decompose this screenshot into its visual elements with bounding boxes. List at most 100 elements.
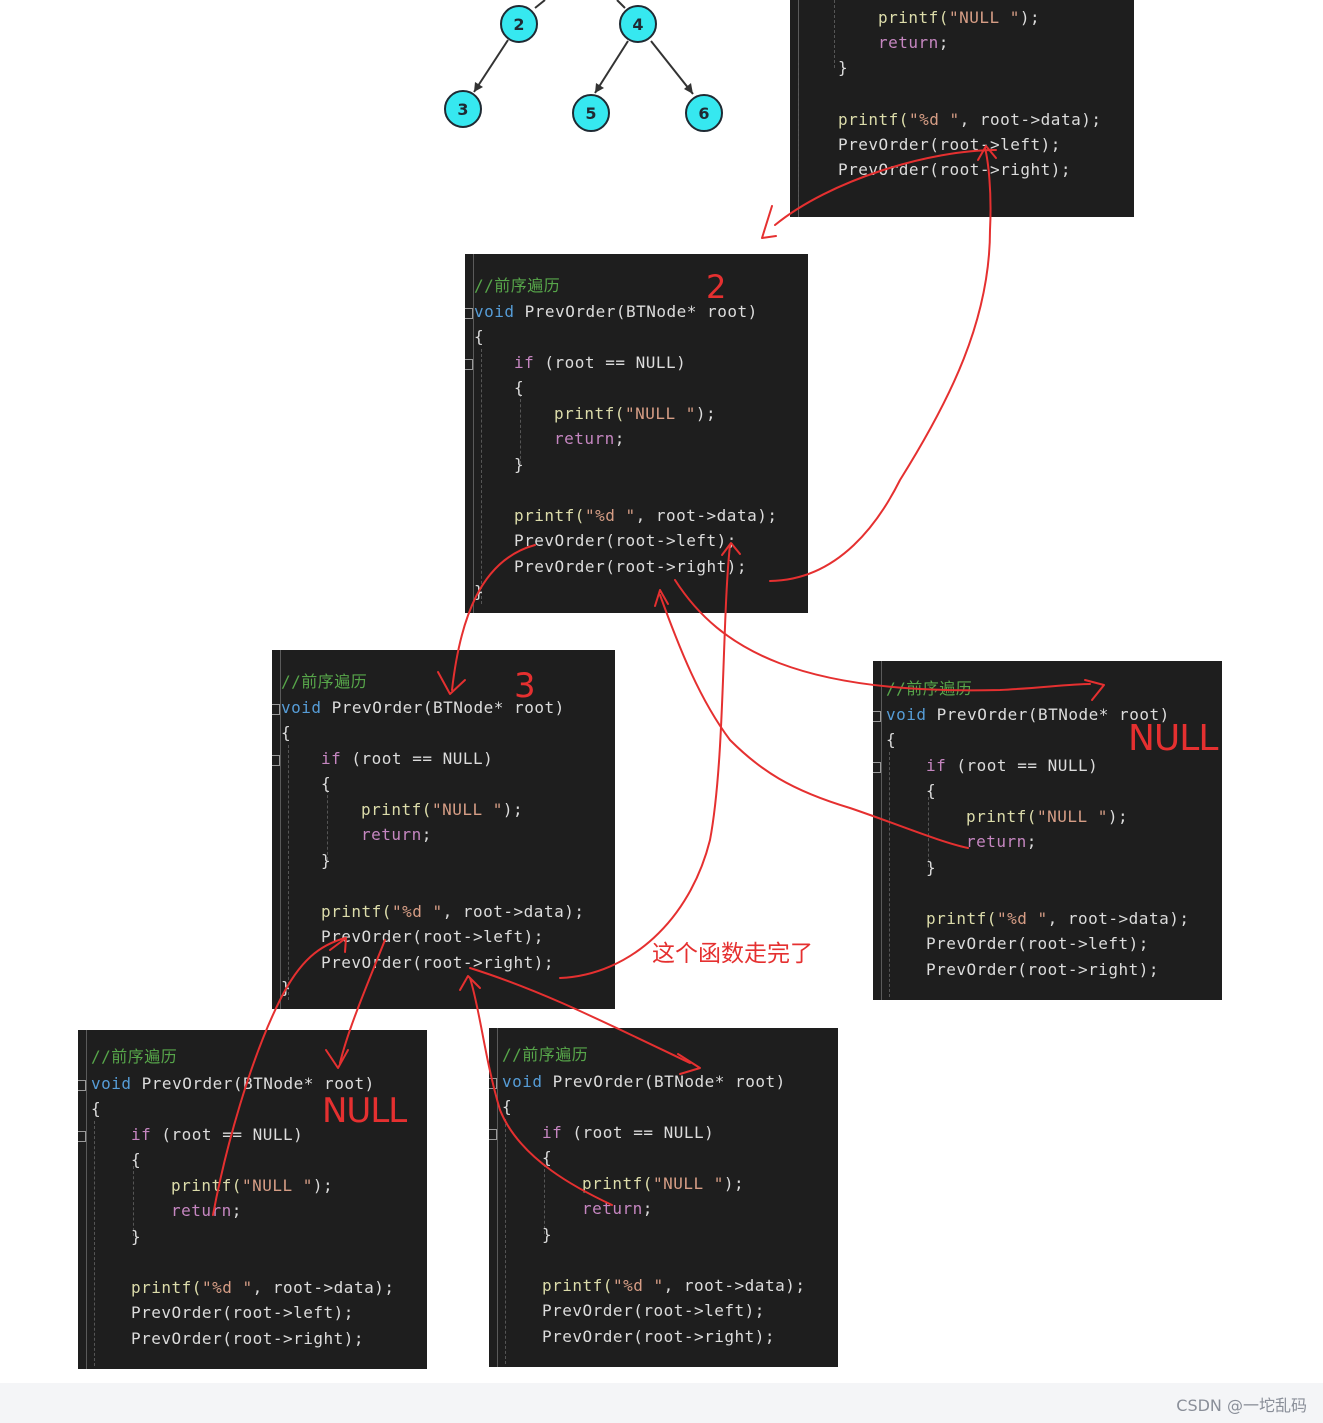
code-line: void PrevOrder(BTNode* root)	[474, 302, 758, 321]
code-line: if (root == NULL)	[131, 1125, 304, 1144]
tree-edge	[650, 40, 694, 95]
code-line: PrevOrder(root->left);	[542, 1301, 765, 1320]
tree-edge	[473, 39, 509, 93]
indent-guide	[94, 1121, 95, 1366]
indent-guide	[288, 745, 289, 1000]
code-panel-top: printf("NULL "); return; } printf("%d ",…	[790, 0, 1134, 217]
code-line: printf("%d ", root->data);	[514, 506, 778, 525]
code-line: printf("NULL ");	[878, 8, 1041, 27]
code-line: printf("%d ", root->data);	[926, 909, 1190, 928]
indent-guide	[798, 60, 799, 210]
code-line: printf("%d ", root->data);	[131, 1278, 395, 1297]
indent-guide	[834, 0, 835, 68]
code-line: if (root == NULL)	[514, 353, 687, 372]
code-line: }	[131, 1227, 142, 1246]
fold-toggle-icon[interactable]	[489, 1078, 497, 1089]
tree-node: 2	[500, 5, 538, 43]
code-line: PrevOrder(root->left);	[131, 1303, 354, 1322]
fold-toggle-icon[interactable]	[489, 1129, 497, 1140]
code-line: }	[838, 58, 849, 77]
tree-edge	[594, 40, 629, 94]
code-line: return;	[582, 1199, 653, 1218]
arrow-head	[761, 205, 777, 239]
code-line: {	[514, 378, 525, 397]
fold-toggle-icon[interactable]	[78, 1080, 86, 1091]
code-line: PrevOrder(root->left);	[838, 135, 1061, 154]
indent-guide	[327, 790, 328, 860]
code-line: printf("NULL ");	[582, 1174, 745, 1193]
code-line: void PrevOrder(BTNode* root)	[281, 698, 565, 717]
code-panel-bottom-left-null: //前序遍历 void PrevOrder(BTNode* root) { if…	[78, 1030, 427, 1369]
tree-node-label: 4	[632, 14, 644, 34]
code-line: //前序遍历	[886, 679, 973, 698]
tree-node-label: 2	[513, 14, 525, 34]
code-line: PrevOrder(root->left);	[321, 927, 544, 946]
code-line: }	[926, 858, 937, 877]
code-line: }	[474, 582, 485, 601]
code-line: printf("NULL ");	[554, 404, 717, 423]
code-line: PrevOrder(root->right);	[926, 960, 1160, 979]
code-line: {	[926, 781, 937, 800]
fold-toggle-icon[interactable]	[78, 1131, 86, 1142]
tree-node: 5	[572, 94, 610, 132]
indent-guide	[481, 349, 482, 604]
code-panel-level3: //前序遍历 void PrevOrder(BTNode* root) { if…	[272, 650, 615, 1009]
code-line: //前序遍历	[91, 1047, 178, 1066]
fold-toggle-icon[interactable]	[272, 704, 280, 715]
tree-arrowhead	[684, 83, 693, 94]
tree-arrowhead	[595, 83, 604, 93]
code-line: //前序遍历	[474, 276, 561, 295]
fold-toggle-icon[interactable]	[873, 762, 881, 773]
code-line: printf("%d ", root->data);	[838, 110, 1102, 129]
code-line: printf("%d ", root->data);	[321, 902, 585, 921]
tree-node: 4	[619, 5, 657, 43]
code-line: printf("NULL ");	[966, 807, 1129, 826]
indent-guide	[928, 797, 929, 867]
fold-toggle-icon[interactable]	[465, 308, 473, 319]
code-line: PrevOrder(root->right);	[514, 557, 748, 576]
fold-toggle-icon[interactable]	[873, 711, 881, 722]
indent-guide	[505, 1119, 506, 1364]
fold-toggle-icon[interactable]	[272, 755, 280, 766]
indent-guide	[889, 752, 890, 997]
code-line: printf("NULL ");	[171, 1176, 334, 1195]
tree-node-label: 5	[585, 103, 597, 123]
watermark-text: CSDN @一坨乱码	[1176, 1396, 1307, 1415]
code-line: PrevOrder(root->left);	[514, 531, 737, 550]
tree-edge	[534, 0, 546, 9]
code-line: {	[131, 1150, 142, 1169]
indent-guide	[544, 1164, 545, 1234]
code-line: return;	[966, 832, 1037, 851]
annotation-null-right: NULL	[1128, 718, 1218, 759]
code-line: if (root == NULL)	[926, 756, 1099, 775]
code-gutter	[78, 1030, 87, 1369]
code-line: PrevOrder(root->right);	[131, 1329, 365, 1348]
code-line: //前序遍历	[281, 672, 368, 691]
tree-node: 3	[444, 90, 482, 128]
code-line: {	[91, 1099, 102, 1118]
code-gutter	[272, 650, 281, 1009]
code-line: return;	[878, 33, 949, 52]
tree-edge	[616, 0, 626, 9]
code-line: PrevOrder(root->right);	[838, 160, 1072, 179]
code-line: {	[886, 730, 897, 749]
annotation-function-done: 这个函数走完了	[652, 941, 813, 967]
code-line: }	[514, 455, 525, 474]
code-line: PrevOrder(root->right);	[321, 953, 555, 972]
code-line: {	[502, 1097, 513, 1116]
code-line: {	[542, 1148, 553, 1167]
code-line: return;	[171, 1201, 242, 1220]
code-line: {	[321, 774, 332, 793]
code-line: PrevOrder(root->left);	[926, 934, 1149, 953]
indent-guide	[520, 394, 521, 464]
code-line: if (root == NULL)	[542, 1123, 715, 1142]
indent-guide	[133, 1166, 134, 1236]
code-line: }	[321, 851, 332, 870]
code-line: }	[542, 1225, 553, 1244]
code-gutter	[465, 254, 474, 613]
tree-node: 6	[685, 94, 723, 132]
code-line: return;	[554, 429, 625, 448]
fold-toggle-icon[interactable]	[465, 359, 473, 370]
code-line: PrevOrder(root->right);	[542, 1327, 776, 1346]
code-panel-bottom-right-null: //前序遍历 void PrevOrder(BTNode* root) { if…	[489, 1028, 838, 1367]
